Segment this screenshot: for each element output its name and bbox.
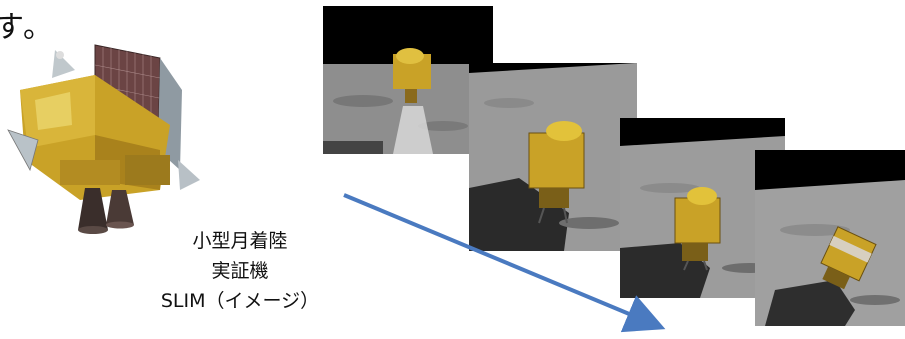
lunar-landing-frame-2 [469, 63, 637, 251]
lunar-descent-frame-1 [323, 6, 493, 154]
slim-caption: 小型月着陸 実証機 SLIM（イメージ） [160, 226, 320, 316]
slim-spacecraft-illustration [7, 44, 200, 234]
caption-line-3: SLIM（イメージ） [160, 290, 320, 312]
leading-text: す。 [0, 10, 55, 45]
caption-line-2: 実証機 [211, 260, 269, 282]
lunar-tipped-frame-4 [755, 150, 905, 326]
caption-line-1: 小型月着陸 [192, 230, 288, 252]
